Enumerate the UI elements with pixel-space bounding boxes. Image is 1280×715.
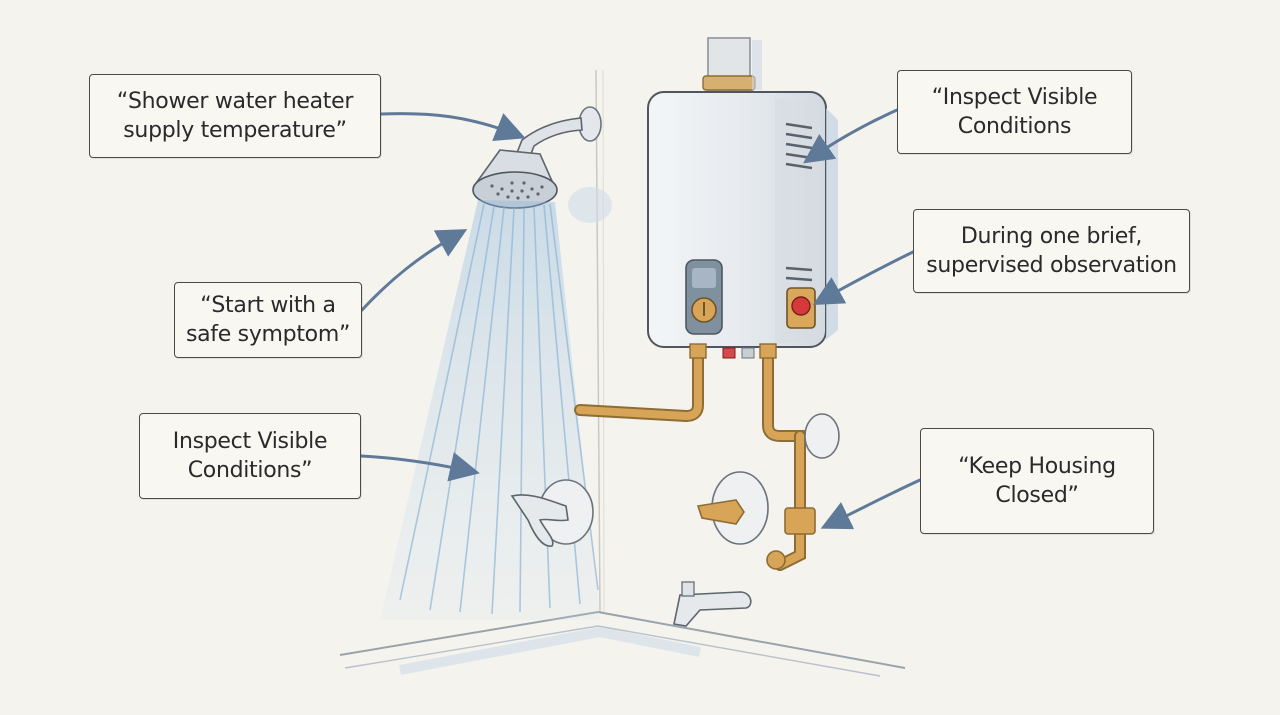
red-indicator-light [791, 296, 811, 316]
shower-handle [510, 494, 569, 547]
arrow-to-spray [360, 229, 468, 312]
arrow-to-shower-head [379, 112, 526, 142]
tub-spout [673, 591, 752, 627]
callout-keep-housing-closed: “Keep Housing Closed” [920, 428, 1154, 534]
callout-shower-temperature: “Shower water heater supply temperature” [89, 74, 381, 158]
brass-piping [574, 343, 816, 571]
arrow-to-valve [820, 478, 922, 530]
arrow-to-heater-vents [803, 108, 899, 164]
callout-start-safe-symptom: “Start with a safe symptom” [174, 282, 362, 358]
arrow-to-shower-handle [359, 452, 480, 482]
shutoff-valve [784, 507, 816, 535]
callout-inspect-visible-left: Inspect Visible Conditions” [139, 413, 361, 499]
callout-inspect-visible-right: “Inspect Visible Conditions [897, 70, 1132, 154]
wall-fixtures [510, 413, 840, 627]
callout-brief-observation: During one brief, supervised observation [913, 209, 1190, 293]
callout-arrows [359, 108, 922, 530]
arrow-to-indicator [812, 250, 915, 305]
tankless-water-heater [647, 91, 838, 348]
vent-pipe [702, 37, 762, 91]
